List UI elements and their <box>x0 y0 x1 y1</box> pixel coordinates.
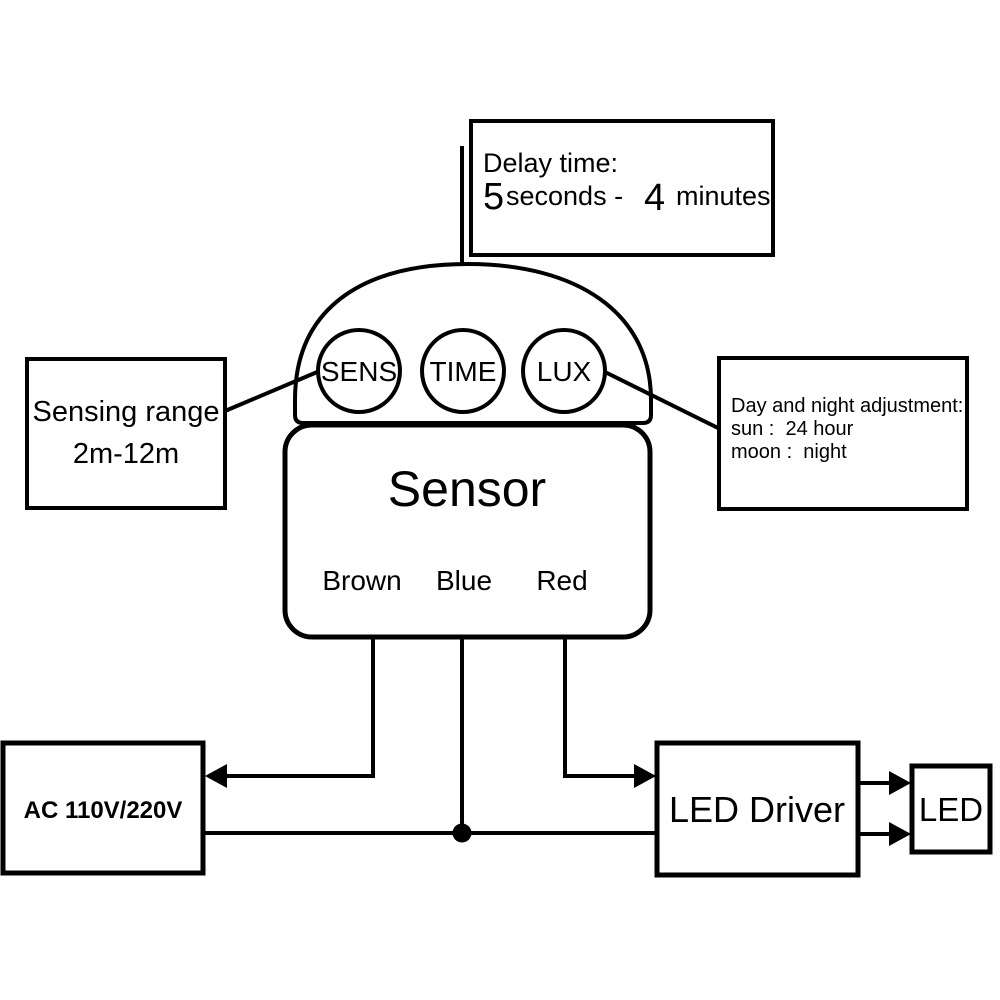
led-driver-box <box>654 740 861 878</box>
delay-end-num: 4 <box>644 177 665 219</box>
daynight-callout-line <box>602 369 721 431</box>
wire-label-red: Red <box>536 565 587 596</box>
red-wire <box>563 637 634 778</box>
sensor-title: Sensor <box>388 461 546 517</box>
day-night-callout: Day and night adjustment: sun : 24 hour … <box>717 356 969 511</box>
arrowhead-into-led-driver-icon <box>634 764 656 788</box>
delay-title: Delay time: <box>483 148 618 178</box>
led-box <box>909 763 993 855</box>
sensor-body-box <box>282 422 653 640</box>
brown-wire <box>224 637 375 778</box>
arrowhead-into-led-bottom-icon <box>889 822 911 846</box>
led-label: LED <box>919 791 983 828</box>
led-driver-label: LED Driver <box>669 789 845 830</box>
delay-time-callout: Delay time: 5 seconds - 4 minutes <box>469 119 775 257</box>
knob-sens: SENS <box>316 328 402 414</box>
sensing-callout-line <box>224 368 323 413</box>
sens-knob-circle <box>316 328 402 414</box>
delay-start-unit: seconds - <box>506 181 623 211</box>
led: LED <box>909 763 993 855</box>
wire-label-blue: Blue <box>436 565 492 596</box>
day-night-moon: moon : night <box>731 441 847 463</box>
ac-power: AC 110V/220V <box>0 740 206 876</box>
arrowhead-into-led-top-icon <box>889 771 911 795</box>
delay-box <box>469 119 775 257</box>
sensor-body: Sensor Brown Blue Red <box>282 422 653 640</box>
time-knob-circle <box>420 328 506 414</box>
ac-power-label: AC 110V/220V <box>24 797 183 824</box>
delay-start-num: 5 <box>483 176 504 218</box>
knob-time: TIME <box>420 328 506 414</box>
wire-label-brown: Brown <box>322 565 401 596</box>
day-night-sun: sun : 24 hour <box>731 418 854 440</box>
time-knob-label: TIME <box>430 356 497 387</box>
sensing-range-value: 2m-12m <box>73 438 179 470</box>
wire-junction-dot <box>452 823 472 843</box>
day-night-box <box>717 356 969 511</box>
ac-power-box <box>0 740 206 876</box>
lux-knob-label: LUX <box>537 356 592 387</box>
knob-lux: LUX <box>521 328 607 414</box>
day-night-title: Day and night adjustment: <box>731 395 963 417</box>
arrowhead-into-ac-icon <box>205 764 227 788</box>
sensing-box <box>25 357 227 510</box>
sens-knob-label: SENS <box>321 356 397 387</box>
sensing-range-callout: Sensing range 2m-12m <box>25 357 227 510</box>
led-driver: LED Driver <box>654 740 861 878</box>
sensing-range-label: Sensing range <box>32 396 219 428</box>
lux-knob-circle <box>521 328 607 414</box>
delay-end-unit: minutes <box>676 181 771 211</box>
